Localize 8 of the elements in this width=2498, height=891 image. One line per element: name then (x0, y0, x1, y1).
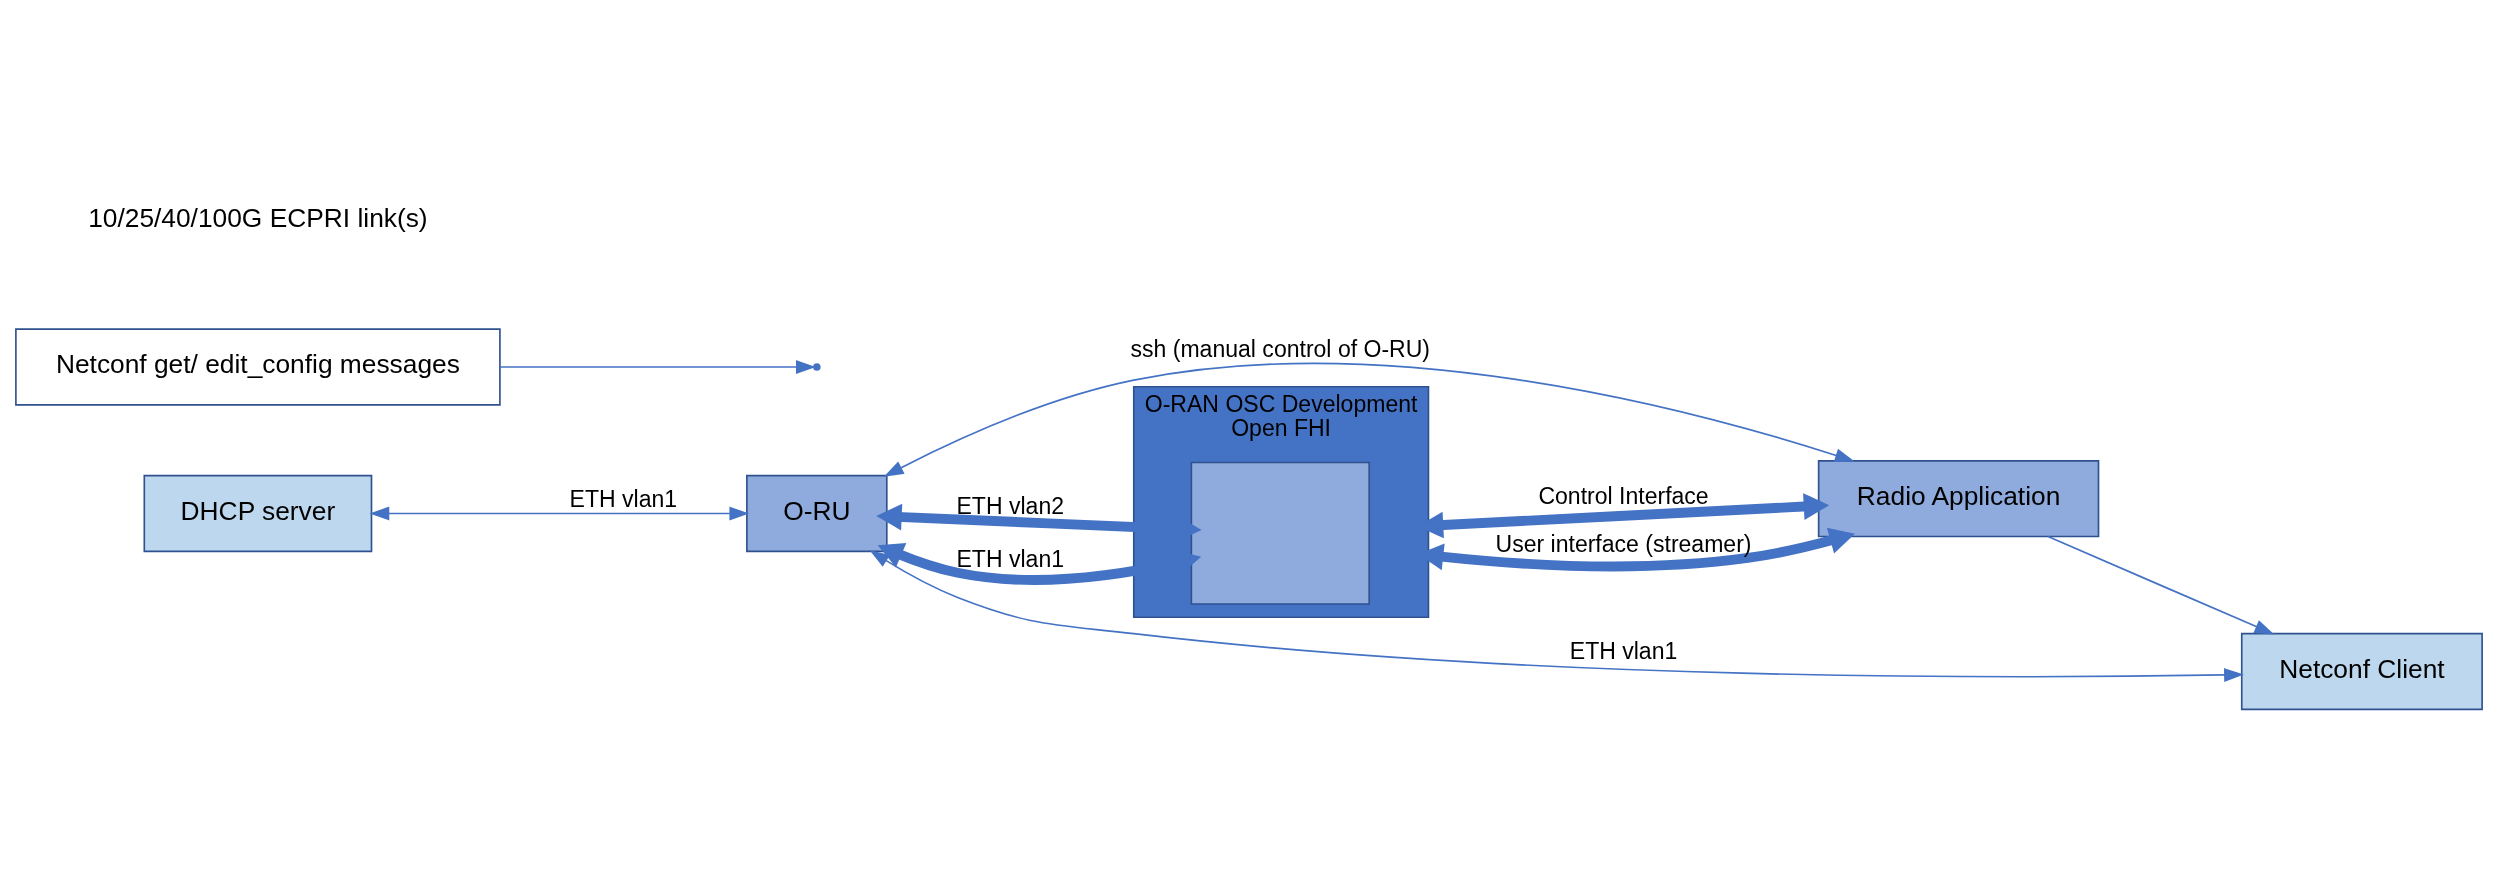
edge-label: ETH vlan1 (569, 485, 678, 512)
edge-label: Control Interface (1538, 482, 1709, 509)
edge-label: ETH vlan1 (956, 545, 1065, 572)
edge-label: User interface (streamer) (1495, 530, 1752, 557)
edge-label: ssh (manual control of O-RU) (1130, 335, 1431, 362)
edge-label: ETH vlan2 (956, 492, 1065, 519)
label: 10/25/40/100G ECPRI link(s) (88, 202, 428, 233)
edge-label: ETH vlan1 (1569, 637, 1678, 664)
